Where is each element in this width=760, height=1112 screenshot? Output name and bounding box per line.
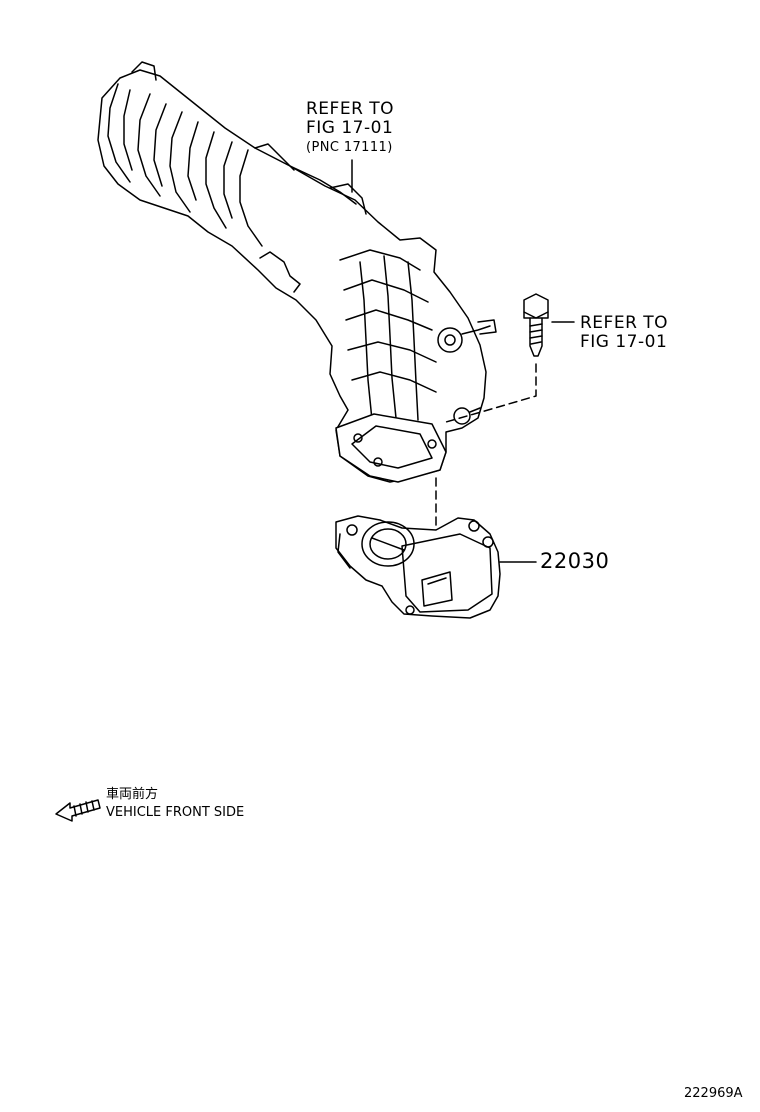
manifold-refer-to-text: REFER TO [306,99,395,119]
bolt [523,293,549,357]
intake-manifold [97,61,497,483]
legend-japanese-label: 車両前方 [106,787,159,802]
bolt-reference-callout: REFER TO FIG 17-01 [580,314,668,352]
part-number-22030: 22030 [540,549,610,573]
throttle-body [335,515,501,619]
left-arrow-icon [55,799,101,822]
manifold-reference-callout: REFER TO FIG 17-01 (PNC 17111) [306,100,394,157]
bolt-refer-to-text: REFER TO [580,313,669,333]
legend-english-label: VEHICLE FRONT SIDE [106,805,245,820]
bolt-fig-text: FIG 17-01 [580,332,668,352]
illustration-id: 222969A [684,1086,743,1101]
manifold-fig-text: FIG 17-01 [306,118,394,138]
manifold-pnc-text: (PNC 17111) [306,140,393,155]
vehicle-front-legend: 車両前方 VEHICLE FRONT SIDE [106,786,244,822]
bolt-dashed-line [445,363,537,423]
